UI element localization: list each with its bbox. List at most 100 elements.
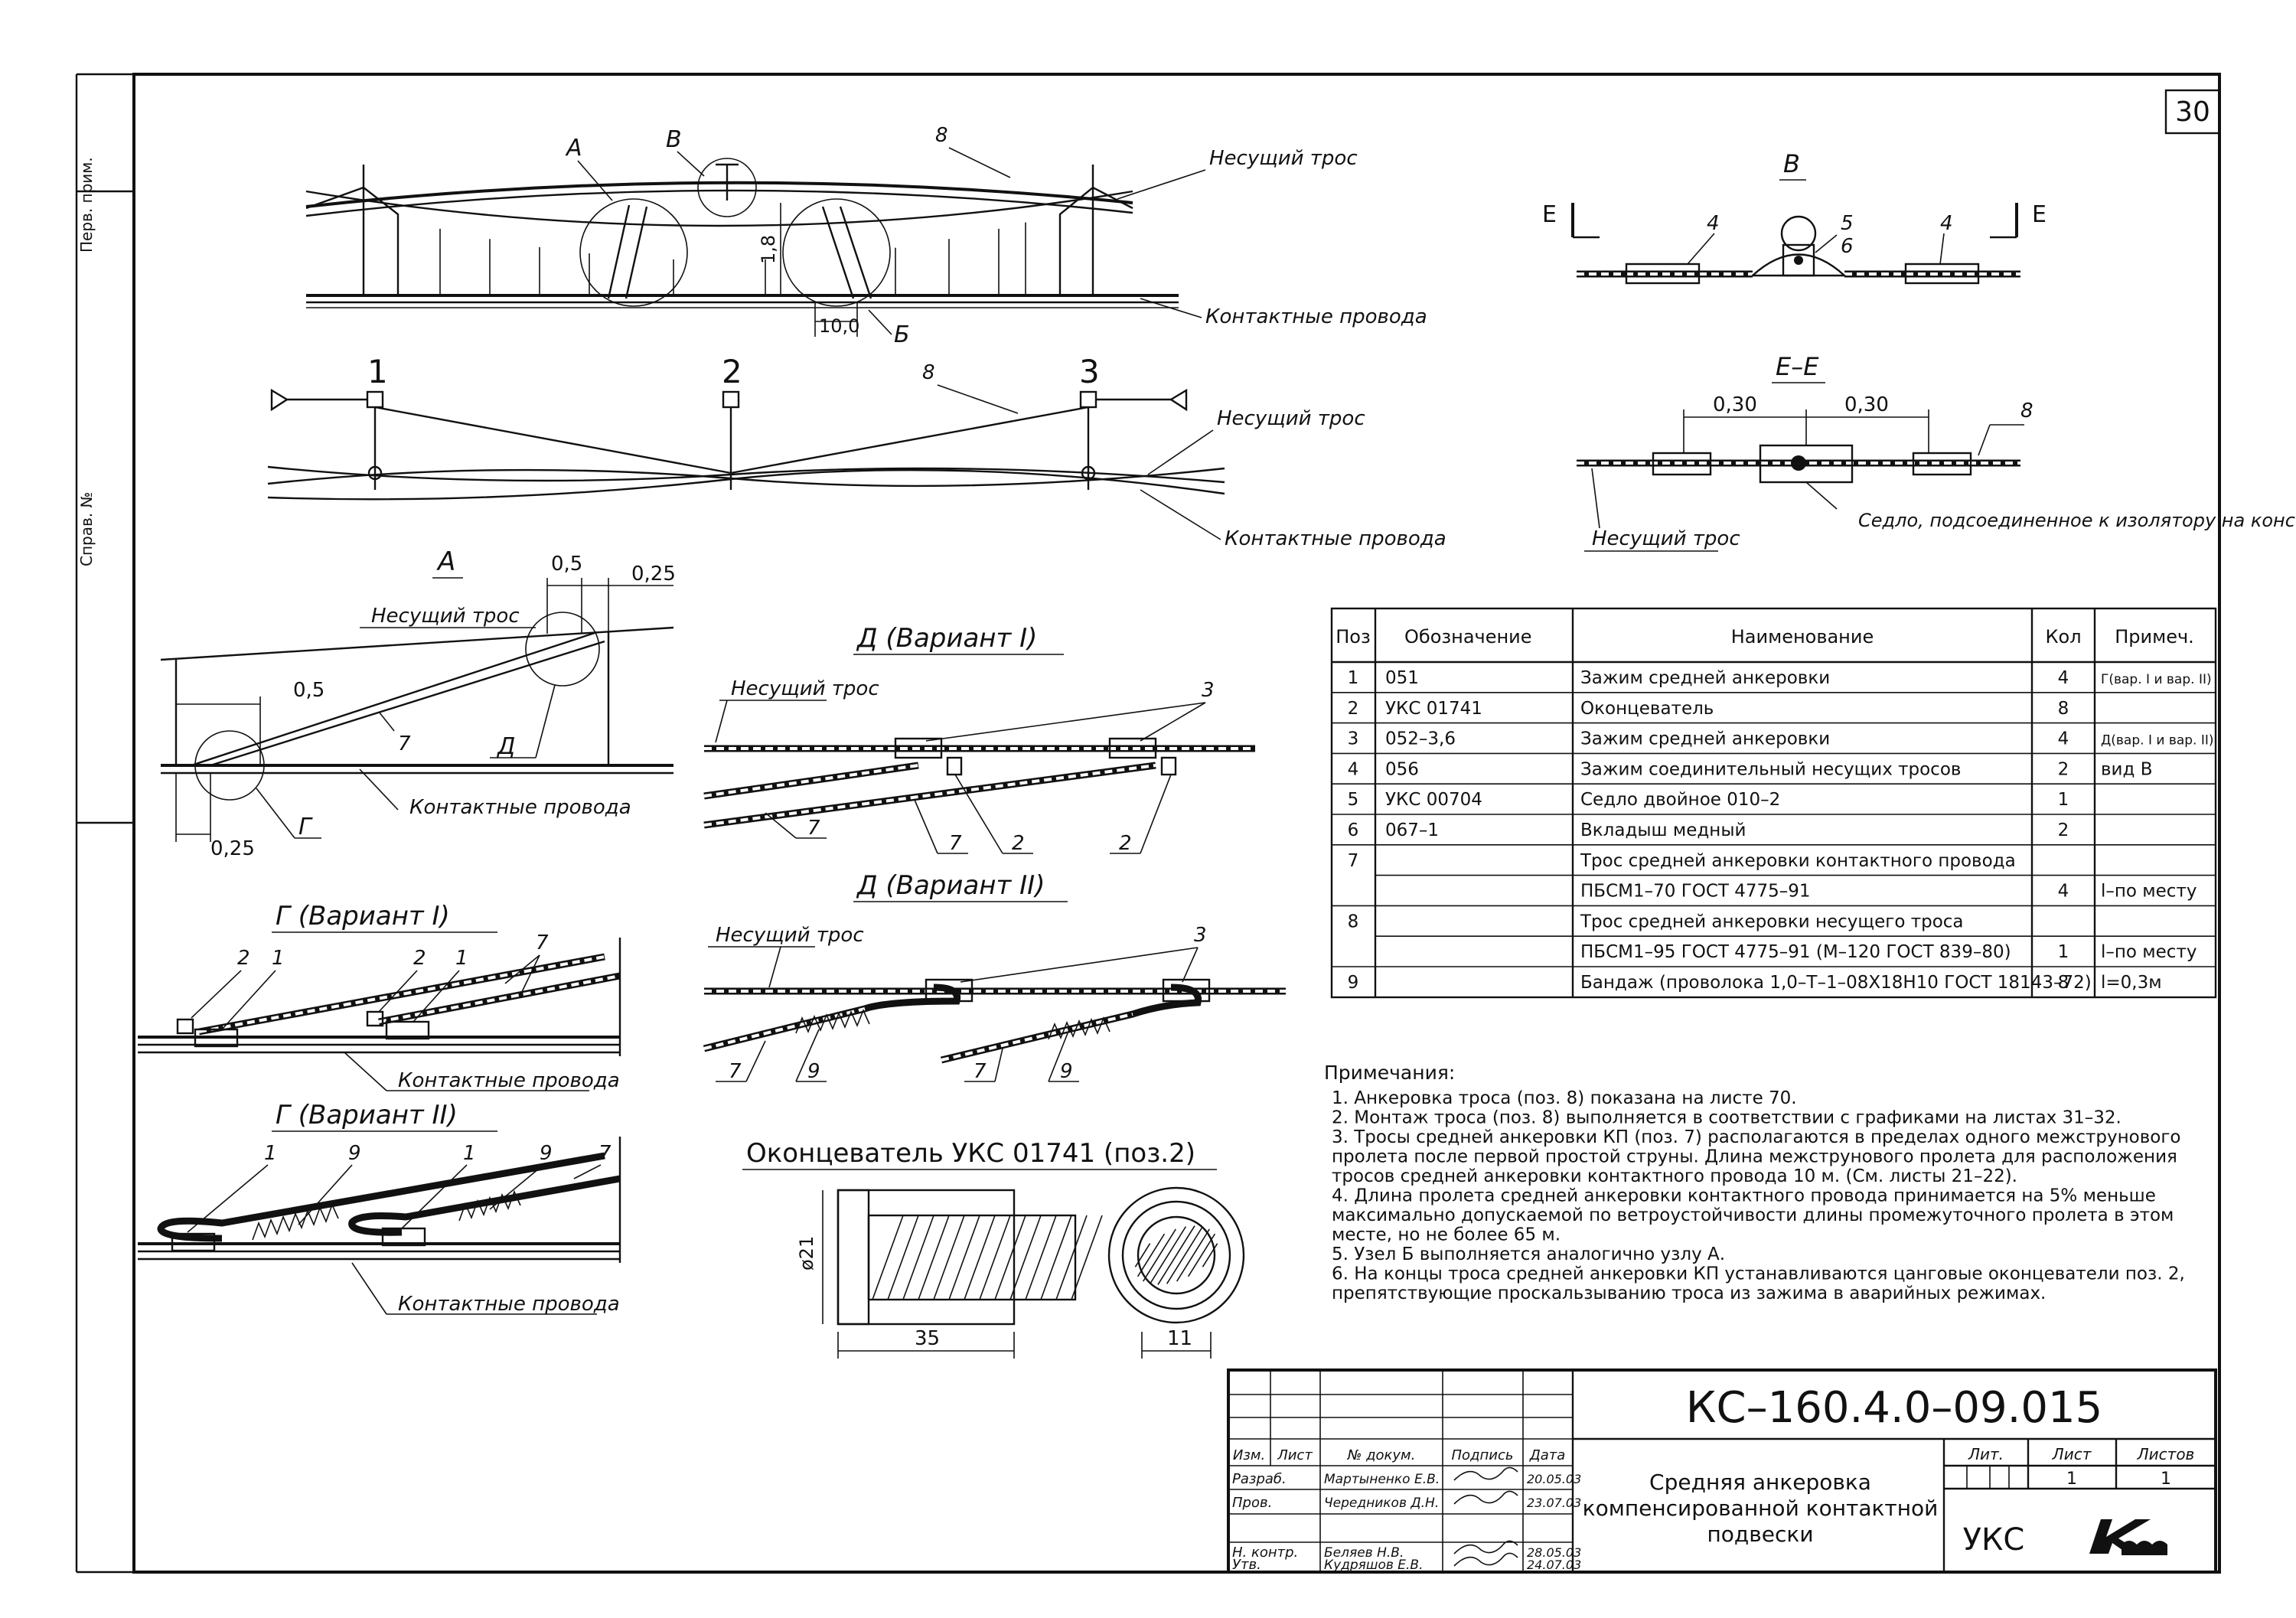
doc-title-2: компенсированной контактной <box>1583 1496 1939 1521</box>
detail-D-variant-1: Д (Вариант I) Несущий трос 3 7 7 2 2 <box>703 623 1255 855</box>
detail-G1-label-2b: 2 <box>413 947 426 970</box>
table-cell-6-0: 7 <box>1348 851 1359 871</box>
detail-A-contacts: Контактные провода <box>409 796 631 819</box>
table-cell-10-2: Бандаж (проволока 1,0–Т–1–08Х18Н10 ГОСТ … <box>1580 973 2092 993</box>
table-cell-0-2: Зажим средней анкеровки <box>1580 668 1830 688</box>
detail-D2-label-7b: 7 <box>974 1060 987 1083</box>
carrier-label-top: Несущий трос <box>1209 147 1358 170</box>
detail-D1-label-7a: 7 <box>807 817 820 840</box>
detail-G1-contacts: Контактные провода <box>398 1069 620 1092</box>
table-cell-0-3: 4 <box>2058 668 2069 688</box>
note-line-9: 6. На концы троса средней анкеровки КП у… <box>1332 1264 2185 1284</box>
detail-G2-label-7: 7 <box>598 1142 612 1165</box>
sheets-label: Листов <box>2137 1445 2195 1463</box>
table-cell-7-3: 4 <box>2058 882 2069 902</box>
sheet-value: 1 <box>2066 1470 2077 1489</box>
signature-3 <box>1453 1540 1518 1554</box>
stamp-header-1: Лист <box>1277 1447 1313 1463</box>
detail-G2-label-1a: 1 <box>264 1142 277 1165</box>
detail-D2-label-7a: 7 <box>729 1060 742 1083</box>
section-EE-rope: 8 <box>2020 400 2033 422</box>
detail-G-variant-2: Г (Вариант II) 1 9 1 9 7 Контактные пров… <box>138 1100 621 1316</box>
note-line-7: месте, но не более 65 м. <box>1332 1225 1561 1245</box>
table-cell-3-0: 4 <box>1348 759 1359 779</box>
detail-G2-contacts: Контактные провода <box>398 1293 620 1316</box>
detail-V-pos-2: 5 <box>1841 212 1854 235</box>
detail-D2-title: Д (Вариант II) <box>856 870 1045 901</box>
detail-A-title: А <box>436 546 455 577</box>
table-cell-9-2: ПБСМ1–95 ГОСТ 4775–91 (М–120 ГОСТ 839–80… <box>1580 942 2011 962</box>
detail-V-pos-3: 6 <box>1841 235 1854 258</box>
table-cell-5-3: 2 <box>2058 820 2069 840</box>
table-cell-5-1: 067–1 <box>1385 820 1439 840</box>
side-label-2: Справ. № <box>77 492 96 566</box>
note-line-5: 4. Длина пролета средней анкеровки конта… <box>1332 1186 2156 1206</box>
terminator-title: Оконцеватель УКС 01741 (поз.2) <box>746 1138 1195 1169</box>
note-line-4: тросов средней анкеровки контактного про… <box>1332 1166 2017 1186</box>
table-cell-7-4: l–по месту <box>2101 882 2197 902</box>
label-B: Б <box>894 321 910 348</box>
table-cell-1-1: УКС 01741 <box>1385 699 1482 719</box>
table-cell-8-2: Трос средней анкеровки несущего троса <box>1580 912 1964 931</box>
detail-D1-label-3: 3 <box>1202 679 1215 702</box>
doc-code: КС–160.4.0–09.015 <box>1686 1383 2103 1433</box>
plan-point-3: 3 <box>1079 353 1100 390</box>
detail-G1-label-1a: 1 <box>272 947 285 970</box>
detail-D-variant-2: Д (Вариант II) Несущий трос 3 7 9 7 9 <box>703 870 1286 1083</box>
table-cell-2-4: Д(вар. I и вар. II) <box>2101 733 2214 749</box>
stamp-role-0: Разраб. <box>1232 1471 1287 1487</box>
detail-D1-label-7b: 7 <box>949 832 962 855</box>
dim-width: 10,0 <box>819 315 859 337</box>
stamp-date-3: 28.05.03 <box>1527 1545 1581 1560</box>
detail-A-label-7: 7 <box>398 732 411 755</box>
lit-label: Лит. <box>1968 1445 2004 1463</box>
section-mark-right: Е <box>2032 201 2047 228</box>
table-cell-1-3: 8 <box>2058 699 2069 719</box>
table-header-1: Обозначение <box>1404 626 1532 648</box>
detail-D1-carrier: Несущий трос <box>731 677 879 700</box>
org-logo <box>2089 1519 2167 1555</box>
detail-A-dim-1: 0,5 <box>551 553 582 576</box>
table-cell-2-2: Зажим средней анкеровки <box>1580 729 1830 749</box>
sheets-value: 1 <box>2161 1470 2171 1489</box>
stamp-date-4: 24.07.03 <box>1527 1558 1581 1572</box>
table-cell-4-1: УКС 00704 <box>1385 790 1482 810</box>
detail-V: В Е Е 4 5 6 4 <box>1542 149 2047 285</box>
view-top: А В Б 8 1,8 10,0 Несущий трос Контактные… <box>305 124 1427 348</box>
table-header-3: Кол <box>2045 626 2081 648</box>
table-cell-4-0: 5 <box>1348 790 1359 810</box>
table-cell-9-4: l–по месту <box>2101 942 2197 962</box>
terminator-detail: Оконцеватель УКС 01741 (поз.2) ø21 35 11 <box>742 1138 1245 1359</box>
detail-G-variant-1: Г (Вариант I) 2 1 2 1 7 Контактные прово… <box>138 901 621 1092</box>
detail-G2-label-9a: 9 <box>348 1142 361 1165</box>
table-cell-0-0: 1 <box>1348 668 1359 688</box>
dim-height: 1,8 <box>758 235 779 264</box>
stamp-person-1: Чередников Д.Н. <box>1324 1496 1439 1511</box>
stamp-person-4: Кудряшов Е.В. <box>1324 1558 1424 1573</box>
table-cell-0-4: Г(вар. I и вар. II) <box>2101 672 2212 687</box>
doc-title-3: подвески <box>1707 1522 1813 1547</box>
signature-0 <box>1453 1466 1518 1481</box>
section-EE-title: Е–Е <box>1776 352 1819 381</box>
note-line-8: 5. Узел Б выполняется аналогично узлу А. <box>1332 1244 1725 1264</box>
note-line-3: пролета после первой простой струны. Дли… <box>1332 1147 2177 1167</box>
label-V: В <box>666 126 682 153</box>
table-cell-3-1: 056 <box>1385 759 1419 779</box>
table-cell-4-2: Седло двойное 010–2 <box>1580 790 1780 810</box>
table-header-4: Примеч. <box>2115 626 2194 648</box>
label-A: А <box>565 135 582 161</box>
stamp-person-0: Мартыненко Е.В. <box>1324 1472 1440 1487</box>
table-cell-9-3: 1 <box>2058 942 2069 962</box>
detail-A: А Несущий трос Контактные провода 0,5 0,… <box>160 546 676 860</box>
sheet-label: Лист <box>2052 1445 2092 1463</box>
plan-point-2: 2 <box>722 353 742 390</box>
org-name: УКС <box>1963 1522 2025 1558</box>
stamp-date-0: 20.05.03 <box>1527 1472 1581 1486</box>
detail-D2-label-3: 3 <box>1194 924 1207 947</box>
table-cell-2-1: 052–3,6 <box>1385 729 1456 749</box>
detail-D2-carrier: Несущий трос <box>716 924 864 947</box>
detail-G1-label-2a: 2 <box>237 947 250 970</box>
table-cell-0-1: 051 <box>1385 668 1419 688</box>
